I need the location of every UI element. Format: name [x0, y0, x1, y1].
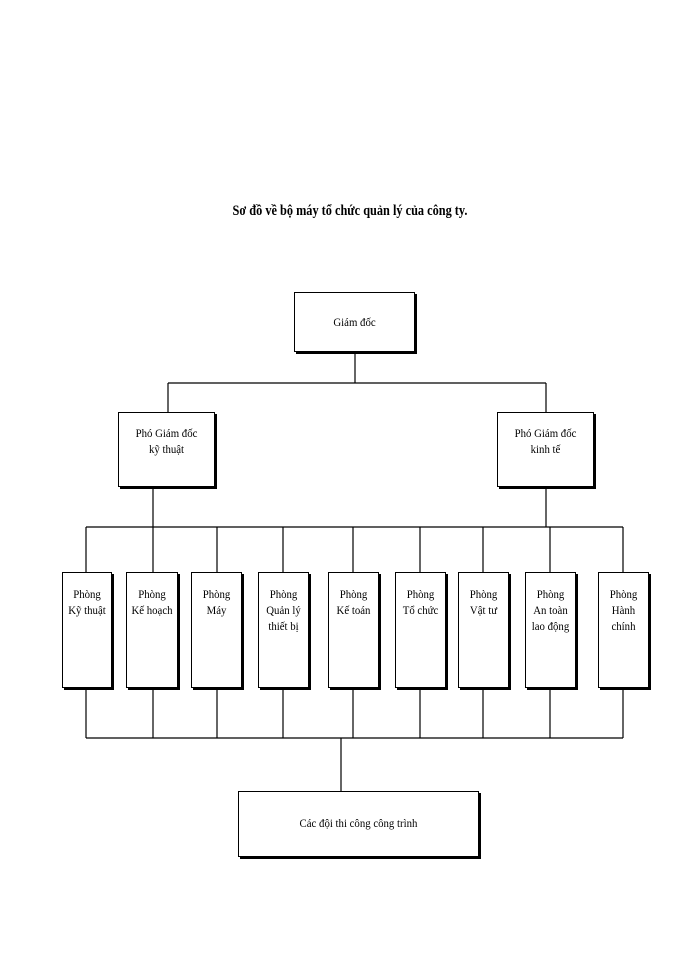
dept-safety-box: Phòng An toàn lao động — [525, 572, 576, 688]
dept-line: Phòng — [406, 587, 435, 601]
construction-teams-box: Các đội thi công công trình — [238, 791, 479, 857]
dept-line: Phòng — [202, 587, 231, 601]
deputy-technical-box: Phó Giám đốc kỹ thuật — [118, 412, 215, 487]
dept-line: Phòng — [609, 587, 638, 601]
dept-organization-box: Phòng Tổ chức — [395, 572, 446, 688]
dept-line: Phòng — [536, 587, 565, 601]
dept-line: Kỹ thuật — [68, 603, 106, 617]
deputy-economic-line-2: kinh tế — [530, 442, 561, 456]
dept-planning-box: Phòng Kế hoạch — [126, 572, 178, 688]
dept-machinery-box: Phòng Máy — [191, 572, 242, 688]
construction-teams-label: Các đội thi công công trình — [299, 816, 418, 830]
dept-line: Kế hoạch — [131, 603, 173, 617]
dept-accounting-box: Phòng Kế toán — [328, 572, 379, 688]
dept-line: An toàn — [533, 603, 568, 617]
dept-line: Phòng — [339, 587, 368, 601]
dept-line: Phòng — [269, 587, 298, 601]
director-label: Giám đốc — [333, 315, 376, 329]
dept-line: Tổ chức — [402, 603, 439, 617]
dept-line: thiết bị — [268, 619, 299, 633]
dept-line: chính — [611, 619, 636, 633]
dept-technical-box: Phòng Kỹ thuật — [62, 572, 112, 688]
dept-line: Quản lý — [266, 603, 301, 617]
dept-line: Kế toán — [336, 603, 371, 617]
dept-line: lao động — [531, 619, 570, 633]
dept-line: Máy — [206, 603, 227, 617]
deputy-technical-line-1: Phó Giám đốc — [135, 426, 198, 440]
deputy-technical-line-2: kỹ thuật — [148, 442, 185, 456]
dept-materials-box: Phòng Vật tư — [458, 572, 509, 688]
director-box: Giám đốc — [294, 292, 415, 352]
dept-line: Hành — [611, 603, 636, 617]
dept-line: Phòng — [73, 587, 101, 601]
deputy-economic-line-1: Phó Giám đốc — [514, 426, 577, 440]
page-title: Sơ đồ về bộ máy tổ chức quản lý của công… — [232, 203, 468, 219]
dept-line: Phòng — [469, 587, 498, 601]
dept-equipment-box: Phòng Quản lý thiết bị — [258, 572, 309, 688]
dept-line: Vật tư — [469, 603, 498, 617]
deputy-economic-box: Phó Giám đốc kinh tế — [497, 412, 594, 487]
dept-line: Phòng — [138, 587, 166, 601]
dept-administration-box: Phòng Hành chính — [598, 572, 649, 688]
